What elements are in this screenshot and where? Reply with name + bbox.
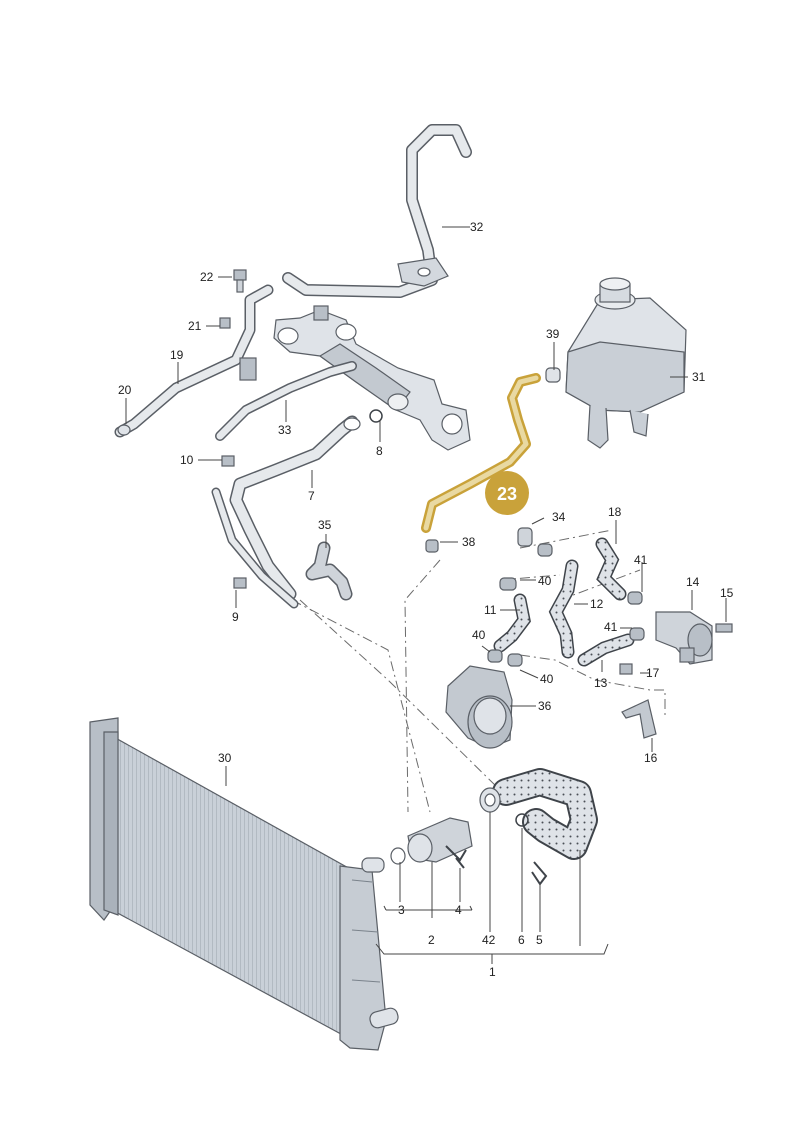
callout-19: 19: [170, 348, 184, 362]
callout-42: 42: [482, 933, 496, 947]
callout-35: 35: [318, 518, 332, 532]
callout-16: 16: [644, 751, 658, 765]
callout-41-top: 41: [634, 553, 648, 567]
callout-2: 2: [428, 933, 435, 947]
callout-11: 11: [484, 603, 497, 617]
callout-33: 33: [278, 423, 292, 437]
hose-13: [577, 633, 635, 667]
callout-36: 36: [538, 699, 552, 713]
callout-40-low: 40: [540, 672, 554, 686]
upper-coolant-pipe: [282, 124, 472, 298]
callout-14: 14: [686, 575, 700, 589]
callout-13: 13: [594, 676, 608, 690]
retaining-clip-5: [531, 861, 548, 886]
callout-4: 4: [455, 903, 462, 917]
callout-38: 38: [462, 535, 476, 549]
callout-6: 6: [518, 933, 525, 947]
coolant-pipe-33: [215, 361, 357, 441]
radiator: [89, 717, 399, 1051]
callout-1: 1: [489, 965, 496, 979]
hose-35: [305, 541, 353, 601]
oil-cooler-36: [445, 665, 513, 749]
routing-lines: [291, 529, 666, 813]
coolant-flange-manifold: [273, 305, 471, 451]
expansion-tank: [545, 277, 687, 449]
callout-8: 8: [376, 444, 383, 458]
highlight-badge-label: 23: [497, 484, 517, 504]
callout-34: 34: [552, 510, 566, 524]
hose-18: [595, 537, 627, 601]
o-ring-6: [515, 813, 529, 827]
callout-5: 5: [536, 933, 543, 947]
callout-39: 39: [546, 327, 560, 341]
hose-connector-2: [390, 817, 473, 869]
highlight-badge-23: 23: [485, 471, 529, 515]
callout-30: 30: [218, 751, 232, 765]
callout-31: 31: [692, 370, 706, 384]
leader-lines: [125, 226, 727, 964]
callout-40-mid: 40: [472, 628, 486, 642]
highlighted-hose-23: [421, 373, 541, 533]
callout-20: 20: [118, 383, 132, 397]
hose-12: [548, 559, 579, 659]
callout-21: 21: [188, 319, 202, 333]
callout-18: 18: [608, 505, 622, 519]
coolant-pipe-19: [114, 284, 274, 438]
callout-17: 17: [646, 666, 660, 680]
callout-10: 10: [180, 453, 194, 467]
bracket-16: [621, 699, 657, 739]
auxiliary-water-pump: [655, 611, 713, 665]
callout-22: 22: [200, 270, 214, 284]
callout-32: 32: [470, 220, 484, 234]
hose-11: [493, 593, 531, 653]
callout-12: 12: [590, 597, 604, 611]
callout-15: 15: [720, 586, 734, 600]
fasteners: [219, 269, 733, 675]
callout-41-mid: 41: [604, 620, 618, 634]
callout-40-top: 40: [538, 574, 552, 588]
callout-7: 7: [308, 489, 315, 503]
callout-3: 3: [398, 903, 405, 917]
callout-9: 9: [232, 610, 239, 624]
hose-clamp-42: [479, 787, 501, 813]
coolant-pipe-7: [211, 415, 361, 609]
lower-radiator-hose: [492, 768, 598, 860]
callout-labels: 32 22 21 19 20 33 8 10 7 35 9 39 31 38 3…: [118, 220, 734, 979]
